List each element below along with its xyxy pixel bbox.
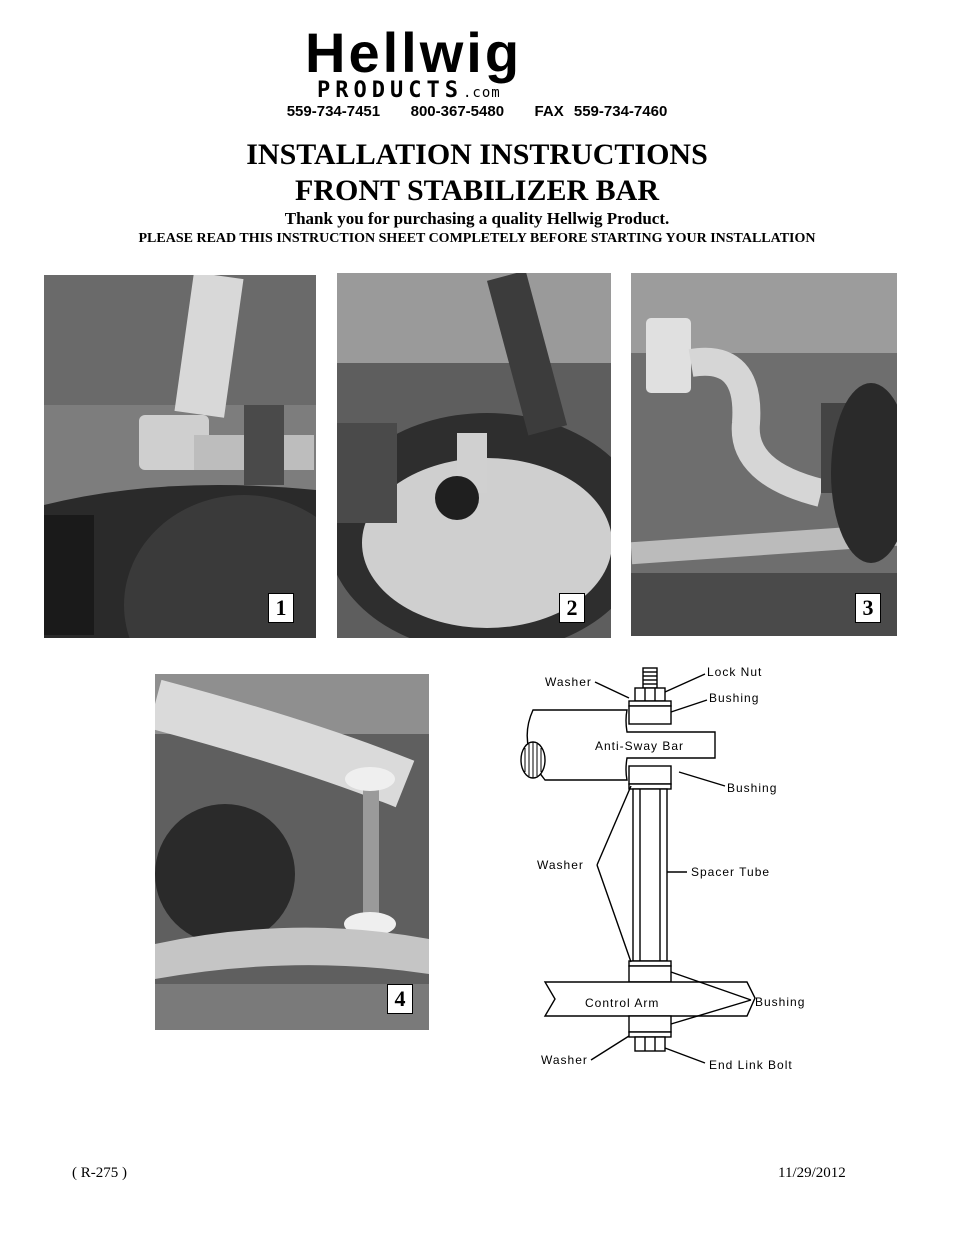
label-washer-bottom: Washer — [541, 1053, 588, 1067]
label-end-link-bolt: End Link Bolt — [709, 1058, 793, 1072]
photo-3-number: 3 — [855, 593, 881, 623]
label-washer-top: Washer — [545, 675, 592, 689]
logo-subtitle: PRODUCTS.com — [317, 79, 501, 105]
label-washer-mid: Washer — [537, 858, 584, 872]
photo-2-image — [337, 273, 611, 638]
logo-products: PRODUCTS — [317, 78, 463, 103]
logo-domain: .com — [462, 85, 501, 101]
photo-1: 1 — [44, 275, 316, 638]
end-link-diagram: Washer Lock Nut Bushing Anti-Sway Bar Bu… — [515, 660, 825, 1075]
label-bushing-mid: Bushing — [727, 781, 777, 795]
photo-4-number: 4 — [387, 984, 413, 1014]
label-anti-sway-bar: Anti-Sway Bar — [595, 739, 684, 753]
photo-2: 2 — [337, 273, 611, 638]
logo-wordmark: Hellwig — [305, 21, 523, 84]
photo-2-number: 2 — [559, 593, 585, 623]
thank-you-note: Thank you for purchasing a quality Hellw… — [284, 209, 670, 228]
read-notice: PLEASE READ THIS INSTRUCTION SHEET COMPL… — [138, 231, 816, 246]
photo-1-image — [44, 275, 316, 638]
page-title-line1: INSTALLATION INSTRUCTIONS — [246, 138, 708, 171]
photo-4: 4 — [155, 674, 429, 1030]
label-lock-nut: Lock Nut — [707, 665, 762, 679]
label-bushing-top: Bushing — [709, 691, 759, 705]
label-control-arm: Control Arm — [585, 996, 659, 1010]
photo-4-image — [155, 674, 429, 1030]
photo-3-image — [631, 273, 897, 636]
photo-3: 3 — [631, 273, 897, 636]
label-spacer-tube: Spacer Tube — [691, 865, 770, 879]
label-bushing-low: Bushing — [755, 995, 805, 1009]
document-date: 11/29/2012 — [778, 1165, 846, 1181]
photo-1-number: 1 — [268, 593, 294, 623]
brand-logo: Hellwig PRODUCTS.com — [305, 21, 645, 103]
end-link-diagram-drawing: Washer Lock Nut Bushing Anti-Sway Bar Bu… — [520, 665, 805, 1072]
contact-phones: 559-734-7451 800-367-5480 FAX 559-734-74… — [286, 103, 668, 120]
document-code: ( R-275 ) — [72, 1165, 127, 1181]
page-title-line2: FRONT STABILIZER BAR — [295, 174, 659, 207]
